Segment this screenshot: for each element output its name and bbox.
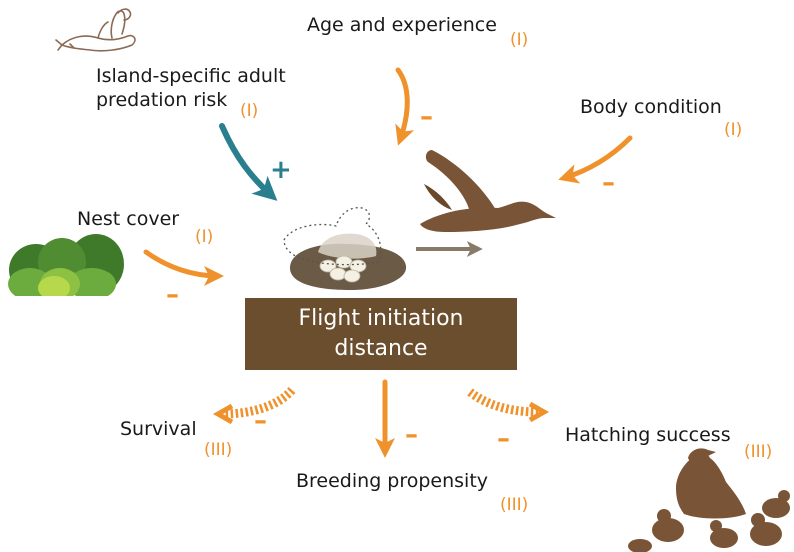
hatching-success-tag: (III) (744, 442, 772, 462)
survival-effect: – (254, 408, 267, 434)
nest-with-eggs-icon (284, 208, 406, 290)
breeding-propensity-tag: (III) (500, 495, 528, 515)
survival-arrow-head (218, 406, 232, 422)
island-predation-risk-effect: + (270, 157, 292, 183)
predation-risk-arrow (222, 126, 272, 196)
hatching-arrow (470, 392, 538, 412)
age-experience-tag: (I) (510, 30, 528, 50)
survival-label: Survival (120, 417, 197, 441)
age-arrow (398, 70, 407, 140)
body-condition-arrow (564, 138, 630, 178)
dead-duck-icon (56, 9, 135, 51)
breeding-propensity-label: Breeding propensity (296, 469, 488, 493)
nest-cover-effect: – (166, 282, 179, 308)
island-predation-risk-tag: (I) (240, 101, 258, 121)
hatching-success-effect: – (497, 426, 510, 452)
flying-duck-icon (420, 150, 556, 232)
age-experience-label: Age and experience (307, 13, 497, 37)
nest-cover-arrow (146, 252, 218, 276)
duck-with-ducklings-icon (628, 448, 790, 552)
flight-initiation-distance-box: Flight initiation distance (245, 298, 517, 370)
survival-tag: (III) (204, 440, 232, 460)
body-condition-tag: (I) (724, 120, 742, 140)
nest-cover-tag: (I) (195, 227, 213, 247)
body-condition-effect: – (602, 170, 615, 196)
nest-cover-label: Nest cover (77, 207, 179, 231)
bush-icon (8, 234, 130, 300)
hatching-success-label: Hatching success (565, 423, 731, 447)
body-condition-label: Body condition (580, 95, 722, 119)
breeding-propensity-effect: – (405, 422, 418, 448)
age-experience-effect: – (420, 104, 433, 130)
